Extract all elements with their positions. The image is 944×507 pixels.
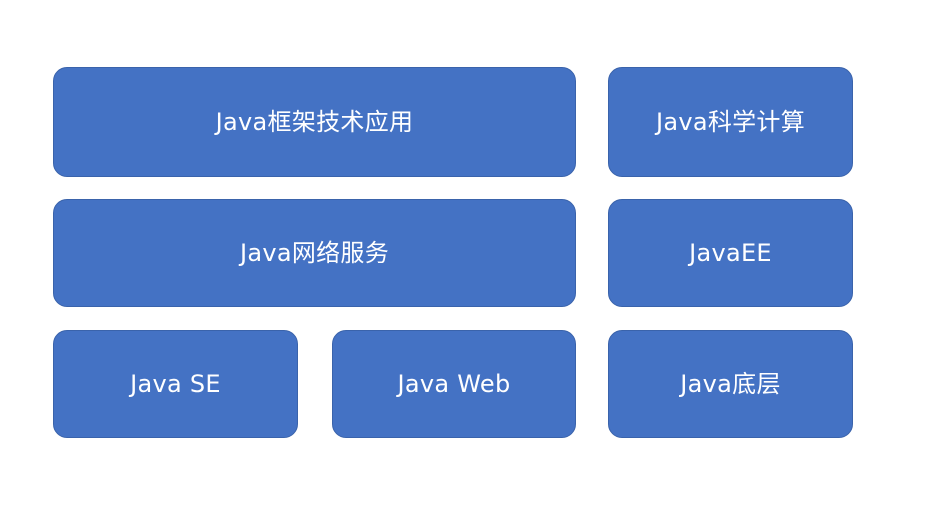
node-label: Java网络服务 [239,238,390,267]
node-java-science[interactable]: Java科学计算 [608,67,853,177]
node-label: Java底层 [680,369,781,398]
node-java-network[interactable]: Java网络服务 [53,199,576,307]
node-java-core[interactable]: Java底层 [608,330,853,438]
node-label: Java SE [130,369,221,398]
node-java-se[interactable]: Java SE [53,330,298,438]
node-label: Java科学计算 [655,107,806,136]
node-java-web[interactable]: Java Web [332,330,576,438]
node-label: Java框架技术应用 [215,107,414,136]
node-label: Java Web [397,369,511,398]
node-label: JavaEE [689,238,772,267]
node-java-framework[interactable]: Java框架技术应用 [53,67,576,177]
node-javaee[interactable]: JavaEE [608,199,853,307]
